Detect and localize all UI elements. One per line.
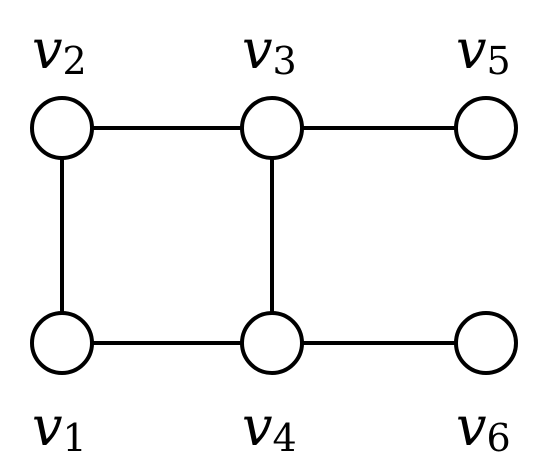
graph-vertices xyxy=(30,96,518,375)
vertex-v3 xyxy=(240,96,304,160)
vertex-v5 xyxy=(454,96,518,160)
vertex-v6 xyxy=(454,311,518,375)
vertex-v1 xyxy=(30,311,94,375)
vertex-v2 xyxy=(30,96,94,160)
vertex-label-v4: v4 xyxy=(242,395,297,460)
graph-edges xyxy=(60,126,486,345)
vertex-label-v3: v3 xyxy=(242,18,297,83)
vertex-label-v6: v6 xyxy=(456,395,511,460)
vertex-label-v2: v2 xyxy=(32,18,87,83)
graph-labels: v1 v2 v3 v4 v5 v6 xyxy=(32,18,511,460)
vertex-label-v1: v1 xyxy=(32,395,87,460)
vertex-v4 xyxy=(240,311,304,375)
vertex-label-v5: v5 xyxy=(456,18,511,83)
